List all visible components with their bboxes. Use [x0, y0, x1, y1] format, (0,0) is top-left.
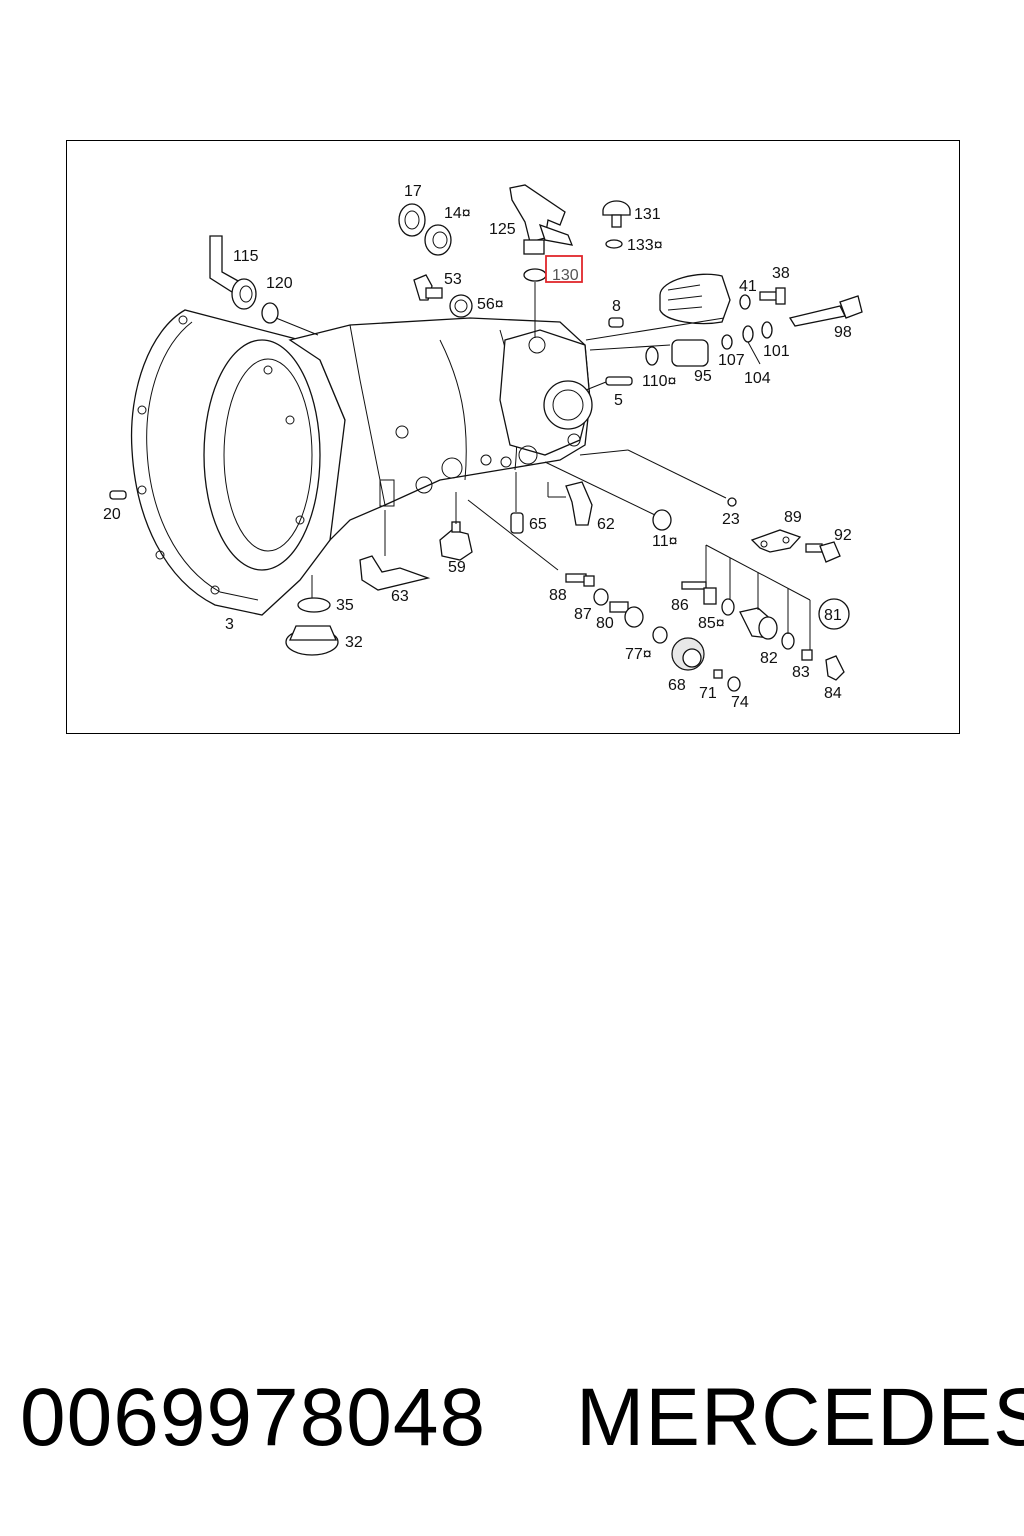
label-107: 107 — [718, 352, 745, 369]
label-131: 131 — [634, 206, 661, 223]
label-104: 104 — [744, 370, 771, 387]
highlight-box-130 — [545, 255, 583, 283]
part-59-mount — [439, 521, 473, 561]
label-95: 95 — [694, 368, 712, 385]
part-41-cover — [659, 273, 731, 325]
label-84: 84 — [824, 685, 842, 702]
part-38-bolt — [739, 287, 786, 310]
part-131-plug — [602, 200, 631, 228]
label-5: 5 — [614, 392, 623, 409]
part-107-washer — [721, 334, 733, 350]
label-65: 65 — [529, 516, 547, 533]
part-88-switch — [565, 573, 595, 587]
part-labels: 17 14¤ 125 131 133¤ 115 130 120 53 56¤ 8… — [103, 183, 852, 711]
part-8-pin — [608, 317, 624, 328]
label-130: 130 — [552, 267, 579, 284]
part-130-oring — [523, 268, 547, 282]
transmission-housing — [130, 309, 593, 616]
label-71: 71 — [699, 685, 717, 702]
label-32: 32 — [345, 634, 363, 651]
part-32-bearing — [285, 625, 339, 656]
part-20-pin — [109, 490, 127, 500]
label-23: 23 — [722, 511, 740, 528]
part-85-washer — [721, 598, 735, 616]
label-35: 35 — [336, 597, 354, 614]
label-77: 77¤ — [625, 646, 652, 663]
label-85: 85¤ — [698, 615, 725, 632]
label-83: 83 — [792, 664, 810, 681]
part-63-bracket — [359, 555, 431, 591]
leader-lines — [275, 282, 811, 650]
label-87: 87 — [574, 606, 592, 623]
brand-name: MERCEDES — [576, 1372, 1024, 1463]
part-5-pin — [605, 376, 633, 386]
part-95-housing — [645, 339, 709, 367]
label-59: 59 — [448, 559, 466, 576]
label-74: 74 — [731, 694, 749, 711]
part-23-ball — [727, 497, 737, 507]
part-53-bolt — [413, 274, 443, 301]
part-82-assembly — [739, 607, 795, 650]
label-11: 11¤ — [652, 533, 678, 550]
label-80: 80 — [596, 615, 614, 632]
part-101-washer — [761, 321, 773, 339]
label-110: 110¤ — [642, 373, 677, 390]
label-56: 56¤ — [477, 296, 504, 313]
part-71-pin — [713, 669, 723, 679]
label-17: 17 — [404, 183, 422, 200]
part-62-clip — [565, 481, 593, 526]
footer: 0069978048 MERCEDES — [0, 1368, 1024, 1478]
part-81-callout — [818, 598, 850, 630]
label-120: 120 — [266, 275, 293, 292]
label-53: 53 — [444, 271, 462, 288]
part-89-bracket — [750, 529, 802, 553]
label-101: 101 — [763, 343, 790, 360]
label-82: 82 — [760, 650, 778, 667]
label-125: 125 — [489, 221, 516, 238]
part-number: 0069978048 — [20, 1372, 487, 1463]
part-80-switch — [609, 601, 644, 628]
label-133: 133¤ — [627, 237, 663, 254]
part-17-seal — [398, 203, 426, 237]
label-63: 63 — [391, 588, 409, 605]
part-11-bushing — [652, 509, 672, 531]
part-68-gear — [671, 637, 705, 671]
label-8: 8 — [612, 298, 621, 315]
part-115-tube — [209, 235, 257, 310]
label-14: 14¤ — [444, 205, 471, 222]
label-20: 20 — [103, 506, 121, 523]
part-87-seal — [593, 588, 609, 606]
label-68: 68 — [668, 677, 686, 694]
label-115: 115 — [233, 248, 259, 265]
part-14-seal — [424, 224, 452, 256]
label-98: 98 — [834, 324, 852, 341]
part-83-pin — [801, 649, 813, 661]
part-98-shaft — [788, 295, 863, 327]
label-41: 41 — [739, 278, 757, 295]
label-89: 89 — [784, 509, 802, 526]
label-86: 86 — [671, 597, 689, 614]
part-125-breather — [509, 184, 574, 255]
part-133-washer — [605, 239, 623, 249]
label-3: 3 — [225, 616, 234, 633]
part-84-clip — [825, 655, 845, 681]
label-38: 38 — [772, 265, 790, 282]
label-92: 92 — [834, 527, 852, 544]
label-81: 81 — [824, 607, 842, 624]
part-104-washer — [742, 325, 754, 343]
part-92-bolt — [805, 541, 841, 563]
part-120-oring — [261, 302, 279, 324]
part-74-bushing — [727, 676, 741, 692]
part-86-switch — [681, 581, 717, 605]
label-88: 88 — [549, 587, 567, 604]
part-65-fitting — [510, 512, 524, 534]
part-77-washer — [652, 626, 668, 644]
part-56-seal — [449, 294, 473, 318]
part-35-seal — [297, 597, 331, 613]
label-62: 62 — [597, 516, 615, 533]
